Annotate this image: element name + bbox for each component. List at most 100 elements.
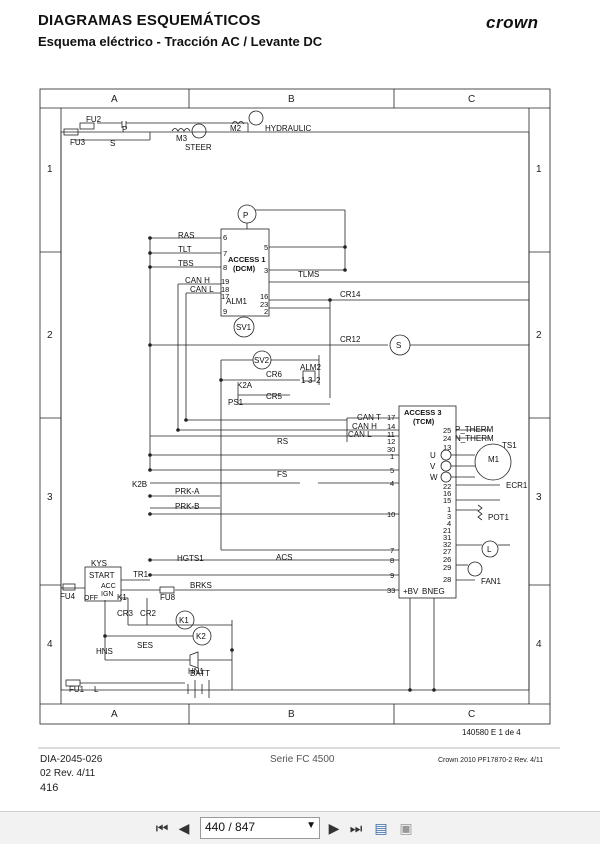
schematic-diagram: A B C A B C 1 2 3 4 1 2 3 4 FU2 FU3 P S … (38, 88, 560, 794)
document-subtitle: Esquema eléctrico - Tracción AC / Levant… (38, 34, 323, 49)
access3-pin-right: 15 (443, 496, 451, 505)
access3-pin-left: 33 (387, 586, 395, 595)
label-p-therm: P_THERM (455, 425, 494, 434)
label-can-l: CAN L (190, 285, 214, 294)
access1-pin: 9 (223, 307, 227, 316)
label-ts1: TS1 (502, 441, 517, 450)
label-rs: RS (277, 437, 288, 446)
label-can-h: CAN H (185, 276, 210, 285)
thumbnails-icon[interactable]: ▤ (374, 820, 388, 836)
page-number-field[interactable]: 440 / 847 (205, 820, 256, 834)
label-m3: M3 (176, 134, 188, 143)
label-plus-bv: +BV (403, 587, 419, 596)
page-selector[interactable]: 440 / 847 ▼ (200, 817, 320, 839)
row-label-4: 4 (47, 639, 53, 650)
label-p: P (122, 125, 127, 134)
label-can-l-tcm: CAN L (348, 430, 372, 439)
label-ses: SES (137, 641, 153, 650)
access3-pin-right: 21 (443, 526, 451, 535)
access3-pin-right: 32 (443, 540, 451, 549)
label-fan1: FAN1 (481, 577, 502, 586)
access3-pin-right: 4 (447, 519, 451, 528)
first-page-icon[interactable]: ⏮ (155, 820, 169, 836)
access1-pin: 7 (223, 249, 227, 258)
label-sv1: SV1 (236, 323, 252, 332)
column-label-b: B (288, 94, 295, 105)
access3-pin-left: 7 (390, 546, 394, 555)
label-start: START (89, 571, 115, 580)
row-label-1: 1 (47, 164, 53, 175)
label-steer: STEER (185, 143, 212, 152)
access3-pin-right: 16 (443, 489, 451, 498)
label-tbs: TBS (178, 259, 194, 268)
label-alm2: ALM2 (300, 363, 321, 372)
label-dcm: (DCM) (233, 264, 256, 273)
label-v: V (430, 462, 436, 471)
chevron-down-icon[interactable]: ▼ (306, 820, 316, 831)
row-label-1-right: 1 (536, 164, 542, 175)
label-access1: ACCESS 1 (228, 255, 266, 264)
access3-pin-left: 14 (387, 422, 395, 431)
access3-pin-right: 13 (443, 443, 451, 452)
footer-copyright: Crown 2010 PF17870-2 Rev. 4/11 (438, 757, 543, 764)
viewer-toolbar: ⏮ ◀ 440 / 847 ▼ ▶ ⏭ ▤ ▣ (0, 811, 600, 844)
access1-pin: 3 (264, 266, 268, 275)
label-can-t: CAN T (357, 413, 381, 422)
label-cr5: CR5 (266, 392, 283, 401)
label-kys: KYS (91, 559, 107, 568)
access3-pin-right: 26 (443, 555, 451, 564)
access1-pin: 6 (223, 233, 227, 242)
label-k2b: K2B (132, 480, 147, 489)
access3-pin-right: 25 (443, 426, 451, 435)
label-bneg: BNEG (422, 587, 445, 596)
access3-pin-left: 1 (390, 452, 394, 461)
label-alm2-pin3: 3 (308, 376, 313, 385)
access3-pin-left: 4 (390, 479, 394, 488)
label-hn1: HN1 (188, 667, 205, 676)
two-page-view-icon[interactable]: ▣ (399, 820, 413, 836)
document-title: DIAGRAMAS ESQUEMÁTICOS (38, 12, 261, 29)
access3-pin-left: 10 (387, 510, 395, 519)
previous-page-icon[interactable]: ◀ (178, 820, 190, 836)
column-label-c-bottom: C (468, 709, 475, 720)
label-tcm: (TCM) (413, 417, 435, 426)
label-tr1: TR1 (133, 570, 149, 579)
label-acc: ACC (101, 583, 116, 590)
label-cr14: CR14 (340, 290, 361, 299)
access1-pin: 8 (223, 263, 227, 272)
label-m2: M2 (230, 124, 242, 133)
access3-pin-right: 27 (443, 547, 451, 556)
access1-pin: 19 (221, 277, 229, 286)
brand-logo: crown (486, 13, 539, 32)
last-page-icon[interactable]: ⏭ (349, 820, 363, 836)
label-brks: BRKS (190, 581, 212, 590)
label-lamp-l: L (487, 545, 492, 554)
label-pump-motor: P (243, 211, 248, 220)
label-tlt: TLT (178, 245, 192, 254)
label-fu4: FU4 (60, 592, 76, 601)
access1-pin: 18 (221, 285, 229, 294)
access1-pin: 5 (264, 243, 268, 252)
label-cr2: CR2 (140, 609, 157, 618)
footer-revision: 02 Rev. 4/11 (40, 768, 96, 779)
label-tlms: TLMS (298, 270, 319, 279)
label-cr12: CR12 (340, 335, 361, 344)
label-can-h-tcm: CAN H (352, 422, 377, 431)
access3-pin-left: 12 (387, 437, 395, 446)
label-k1-coil: K1 (179, 616, 189, 625)
label-ps1: PS1 (228, 398, 244, 407)
label-k2a: K2A (237, 381, 253, 390)
label-m1: M1 (488, 455, 500, 464)
next-page-icon[interactable]: ▶ (328, 820, 340, 836)
label-acs: ACS (276, 553, 292, 562)
label-fs: FS (277, 470, 287, 479)
access3-pin-right: 24 (443, 434, 451, 443)
drawing-number: 140580 E 1 de 4 (462, 728, 521, 737)
column-label-a-bottom: A (111, 709, 118, 720)
access3-pin-left: 17 (387, 413, 395, 422)
label-access3: ACCESS 3 (404, 408, 442, 417)
label-l: L (94, 685, 99, 694)
label-off: OFF (84, 595, 98, 602)
label-cr3: CR3 (117, 609, 134, 618)
access1-pin: 23 (260, 300, 268, 309)
